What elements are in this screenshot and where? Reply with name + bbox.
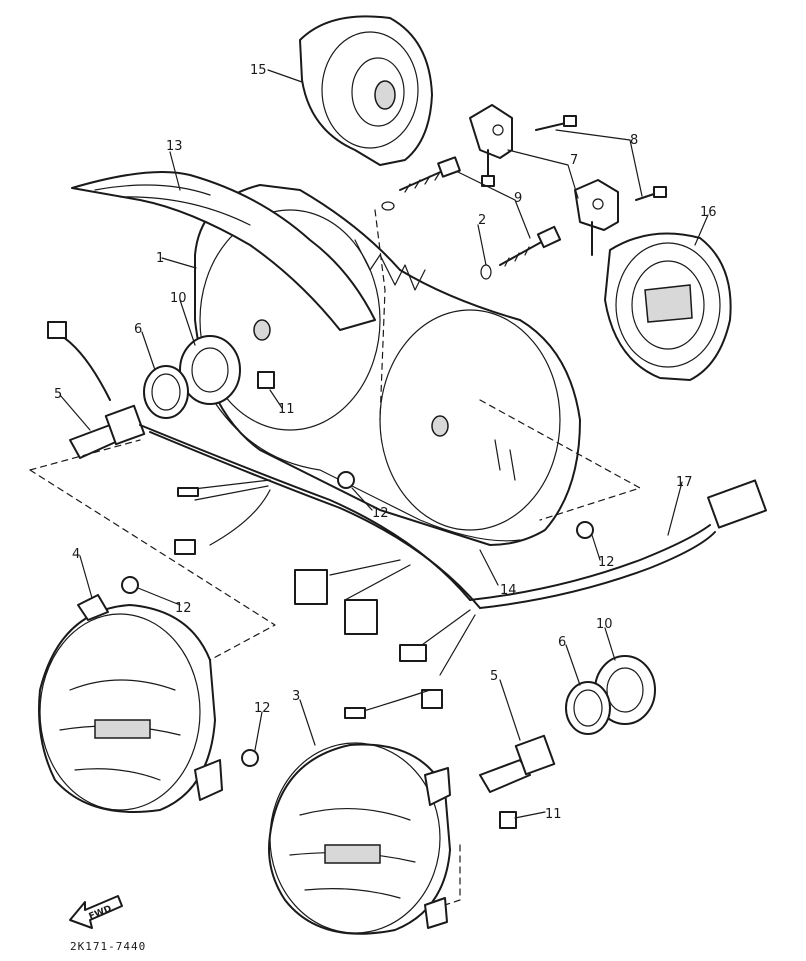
callout-12-b: 12 bbox=[598, 555, 615, 570]
callout-12-a: 12 bbox=[372, 506, 389, 521]
part-8-screws bbox=[535, 115, 667, 201]
callout-2: 2 bbox=[478, 213, 486, 228]
callout-1: 1 bbox=[156, 251, 164, 266]
part-6-ring-lower bbox=[565, 681, 611, 735]
callout-5-upper: 5 bbox=[54, 387, 62, 402]
part-13-visor-strip bbox=[71, 171, 376, 331]
part-6-ring-upper bbox=[143, 365, 189, 419]
part-11-clip-upper bbox=[257, 371, 275, 389]
part-5-bulb-upper bbox=[47, 321, 146, 459]
part-10-socket-ring-upper bbox=[179, 335, 241, 405]
part-15-reflector-cover bbox=[299, 15, 433, 166]
callout-7: 7 bbox=[570, 153, 578, 168]
callout-10-lower: 10 bbox=[596, 617, 613, 632]
callout-6-upper: 6 bbox=[134, 322, 142, 337]
part-16-reflector-cover bbox=[604, 232, 732, 381]
part-4-headlight-left bbox=[38, 594, 223, 813]
callout-11-upper: 11 bbox=[278, 402, 295, 417]
callout-5-lower: 5 bbox=[490, 669, 498, 684]
callout-17: 17 bbox=[676, 475, 693, 490]
callout-10-upper: 10 bbox=[170, 291, 187, 306]
callout-9: 9 bbox=[514, 191, 522, 206]
part-5-bulb-lower bbox=[479, 734, 556, 793]
callout-6-lower: 6 bbox=[558, 635, 566, 650]
part-3-headlight-right bbox=[268, 742, 451, 935]
part-11-clip-lower bbox=[499, 811, 517, 829]
callout-labels: 15 8 7 13 9 2 16 1 10 6 5 11 12 17 12 14… bbox=[54, 63, 717, 822]
callout-4: 4 bbox=[72, 547, 80, 562]
callout-3: 3 bbox=[292, 689, 300, 704]
diagram-code: 2K171-7440 bbox=[70, 940, 146, 953]
callout-15: 15 bbox=[250, 63, 267, 78]
forward-arrow-icon: FWD bbox=[69, 895, 123, 929]
part-7-adjuster-brackets bbox=[469, 104, 619, 256]
part-14-gasket bbox=[209, 394, 521, 542]
part-12-grommets bbox=[121, 471, 594, 767]
callout-12-d: 12 bbox=[254, 701, 271, 716]
callout-14: 14 bbox=[500, 583, 517, 598]
callout-13: 13 bbox=[166, 139, 183, 154]
callout-12-c: 12 bbox=[175, 601, 192, 616]
callout-11-lower: 11 bbox=[545, 807, 562, 822]
part-17-wire-harness bbox=[139, 424, 767, 719]
callout-16: 16 bbox=[700, 205, 717, 220]
part-9-adjuster-screws bbox=[399, 156, 562, 267]
callout-8: 8 bbox=[630, 133, 638, 148]
leader-lines bbox=[29, 69, 709, 906]
